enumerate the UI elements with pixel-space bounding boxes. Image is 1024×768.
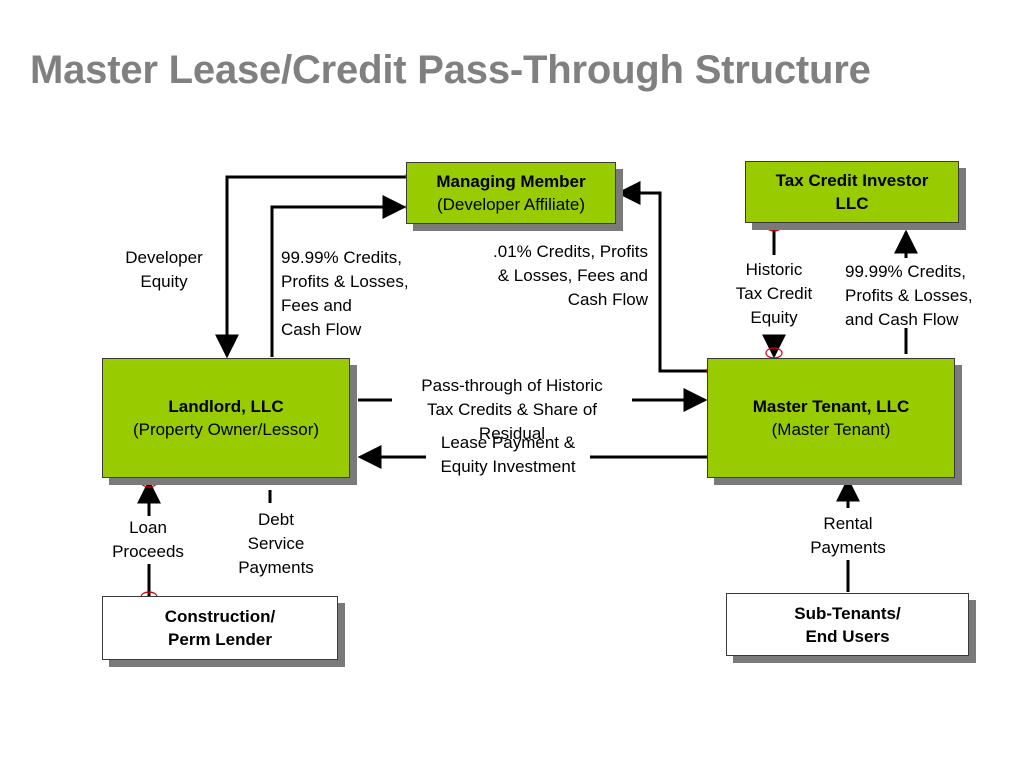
landlord-name: Landlord, LLC (168, 397, 284, 416)
developer-equity-label: Developer Equity (125, 248, 203, 291)
lease-payment-label: Lease Payment & Equity Investment (440, 433, 576, 476)
tax-credit-investor-box: Tax Credit Investor LLC (745, 161, 959, 223)
sub-tenants-line1: Sub-Tenants/ (794, 603, 901, 623)
page-title: Master Lease/Credit Pass-Through Structu… (30, 48, 871, 92)
tax-credit-investor-name: Tax Credit Investor (775, 171, 929, 190)
credits-to-landlord-arrow (270, 195, 407, 357)
sub-tenants-box: Sub-Tenants/ End Users (726, 593, 969, 656)
landlord-role: (Property Owner/Lessor) (132, 420, 320, 439)
sub-tenants-line2: End Users (805, 626, 890, 646)
construction-lender-line1: Construction/ (164, 607, 276, 626)
landlord-box: Landlord, LLC (Property Owner/Lessor) (102, 358, 350, 478)
managing-member-name: Managing Member (436, 172, 586, 191)
developer-equity-arrow (215, 175, 406, 359)
managing-member-role: (Developer Affiliate) (436, 195, 586, 214)
loan-proceeds-label: Loan Proceeds (112, 518, 184, 561)
credits-to-landlord-label: 99.99% Credits, Profits & Losses, Fees a… (281, 248, 409, 339)
rental-payments-label: Rental Payments (810, 514, 886, 557)
historic-equity-label: Historic Tax Credit Equity (735, 260, 813, 327)
tax-credit-investor-llc: LLC (835, 194, 869, 213)
construction-lender-line2: Perm Lender (168, 630, 272, 649)
pass-through-label: Pass-through of Historic Tax Credits & S… (421, 376, 603, 443)
master-tenant-name: Master Tenant, LLC (752, 397, 910, 416)
credits-to-managing-label: .01% Credits, Profits & Losses, Fees and… (493, 242, 648, 309)
managing-member-box: Managing Member (Developer Affiliate) (406, 162, 616, 224)
credits-to-managing-arrow (616, 181, 708, 373)
master-tenant-role: (Master Tenant) (771, 420, 891, 439)
debt-service-label: Debt Service Payments (238, 510, 314, 577)
credits-to-investor-label: 99.99% Credits, Profits & Losses, and Ca… (845, 262, 973, 329)
construction-lender-box: Construction/ Perm Lender (102, 596, 338, 660)
master-tenant-box: Master Tenant, LLC (Master Tenant) (707, 358, 955, 478)
